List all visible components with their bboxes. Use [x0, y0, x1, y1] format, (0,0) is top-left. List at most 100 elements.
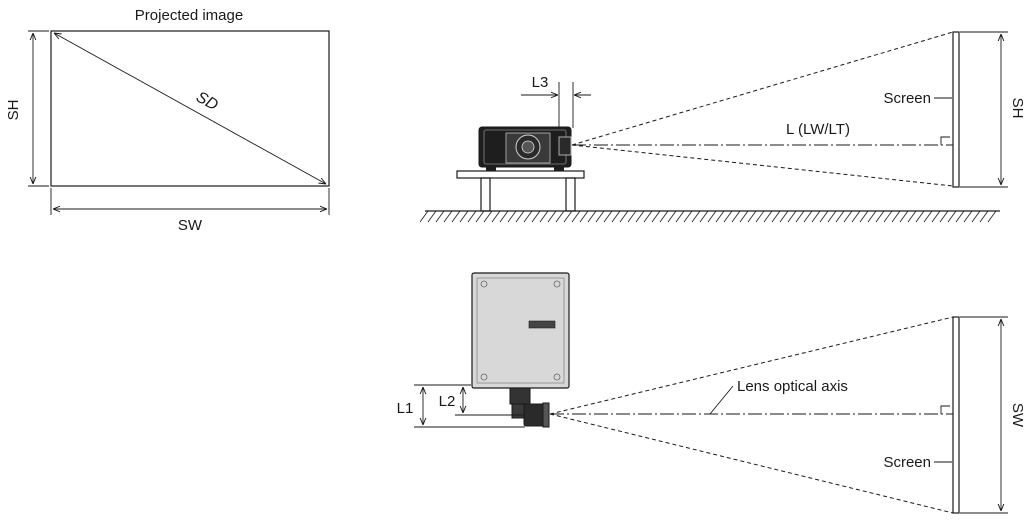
floor-hatch-stroke [595, 210, 605, 223]
floor-hatch-stroke [867, 210, 877, 223]
projector-top-view [471, 272, 570, 428]
floor-hatch-stroke [811, 210, 821, 223]
floor-hatch-stroke [923, 210, 933, 223]
side-screen [952, 31, 960, 188]
side-screen-label: Screen [883, 90, 931, 107]
projector-side-view [478, 126, 572, 171]
floor-hatch-stroke [467, 210, 477, 223]
floor-hatch-stroke [571, 210, 581, 223]
floor-hatch-stroke [627, 210, 637, 223]
floor-hatch-stroke [931, 210, 941, 223]
floor-hatch-stroke [883, 210, 893, 223]
floor-hatch-stroke [915, 210, 925, 223]
l1-label: L1 [397, 400, 414, 417]
floor-hatch-stroke [659, 210, 669, 223]
axis-label: Lens optical axis [737, 378, 848, 395]
floor-hatch-stroke [451, 210, 461, 223]
floor-hatch-stroke [667, 210, 677, 223]
floor-hatch-stroke [635, 210, 645, 223]
floor-hatch-stroke [787, 210, 797, 223]
sw-label-bottom: SW [178, 217, 203, 234]
floor-hatch-stroke [707, 210, 717, 223]
floor-hatch-stroke [619, 210, 629, 223]
l3-label: L3 [532, 74, 549, 91]
top-screen [952, 316, 960, 514]
floor-hatch-stroke [979, 210, 989, 223]
floor-hatch-stroke [803, 210, 813, 223]
floor-hatch-stroke [699, 210, 709, 223]
floor-hatch-stroke [555, 210, 565, 223]
floor-hatch-stroke [539, 210, 549, 223]
floor-hatch-stroke [499, 210, 509, 223]
floor-hatch-stroke [763, 210, 773, 223]
top-beam-lower [549, 413, 954, 514]
side-beam-upper [571, 31, 954, 146]
floor-hatch-stroke [755, 210, 765, 223]
floor-hatch-stroke [579, 210, 589, 223]
projector-table-leg-left [480, 177, 491, 212]
sw-label-right: SW [1009, 403, 1024, 428]
floor-hatch-stroke [747, 210, 757, 223]
projected-image-group: Projected image SD SH SW [5, 7, 330, 234]
floor-hatch-stroke [419, 210, 429, 223]
floor-hatch-stroke [531, 210, 541, 223]
diagonal-arrow [54, 33, 326, 184]
floor-hatch-stroke [715, 210, 725, 223]
floor-hatch-stroke [691, 210, 701, 223]
floor-hatching [419, 210, 997, 223]
floor-hatch-stroke [515, 210, 525, 223]
top-right-angle-mark [940, 405, 950, 414]
floor-hatch-stroke [459, 210, 469, 223]
floor-hatch-stroke [779, 210, 789, 223]
floor-hatch-stroke [731, 210, 741, 223]
floor-hatch-stroke [947, 210, 957, 223]
floor-hatch-stroke [939, 210, 949, 223]
floor-hatch-stroke [587, 210, 597, 223]
sh-label-left: SH [5, 100, 22, 121]
floor-hatch-stroke [987, 210, 997, 223]
floor-hatch-stroke [907, 210, 917, 223]
projected-image-title: Projected image [135, 7, 243, 24]
floor-hatch-stroke [547, 210, 557, 223]
top-view-group: L1 L2 Lens optical axis Screen SW [397, 272, 1024, 514]
floor-hatch-stroke [859, 210, 869, 223]
floor-hatch-stroke [739, 210, 749, 223]
floor-hatch-stroke [611, 210, 621, 223]
floor-hatch-stroke [835, 210, 845, 223]
floor-hatch-stroke [955, 210, 965, 223]
diagonal-label: SD [193, 89, 221, 115]
floor-hatch-stroke [843, 210, 853, 223]
floor-hatch-stroke [851, 210, 861, 223]
floor-hatch-stroke [891, 210, 901, 223]
floor-hatch-stroke [443, 210, 453, 223]
side-view-group: L3 L (LW/LT) Screen SH [419, 31, 1024, 223]
floor-hatch-stroke [483, 210, 493, 223]
floor-hatch-stroke [675, 210, 685, 223]
floor-hatch-stroke [563, 210, 573, 223]
top-screen-label: Screen [883, 454, 931, 471]
projector-table-leg-right [565, 177, 576, 212]
sh-label-right: SH [1009, 98, 1024, 119]
right-angle-mark [940, 136, 950, 145]
distance-label: L (LW/LT) [786, 121, 850, 138]
floor-hatch-stroke [523, 210, 533, 223]
floor-hatch-stroke [435, 210, 445, 223]
floor-hatch-stroke [603, 210, 613, 223]
floor-hatch-stroke [723, 210, 733, 223]
floor-hatch-stroke [643, 210, 653, 223]
projected-image-frame [50, 30, 330, 187]
floor-hatch-stroke [771, 210, 781, 223]
floor-hatch-stroke [651, 210, 661, 223]
l2-label: L2 [439, 393, 456, 410]
axis-leader [709, 385, 734, 415]
floor-hatch-stroke [491, 210, 501, 223]
floor-hatch-stroke [899, 210, 909, 223]
floor-hatch-stroke [507, 210, 517, 223]
floor-hatch-stroke [875, 210, 885, 223]
top-beam-upper [549, 316, 954, 415]
floor-hatch-stroke [971, 210, 981, 223]
floor-hatch-stroke [475, 210, 485, 223]
floor-hatch-stroke [963, 210, 973, 223]
side-beam-lower [571, 144, 954, 187]
